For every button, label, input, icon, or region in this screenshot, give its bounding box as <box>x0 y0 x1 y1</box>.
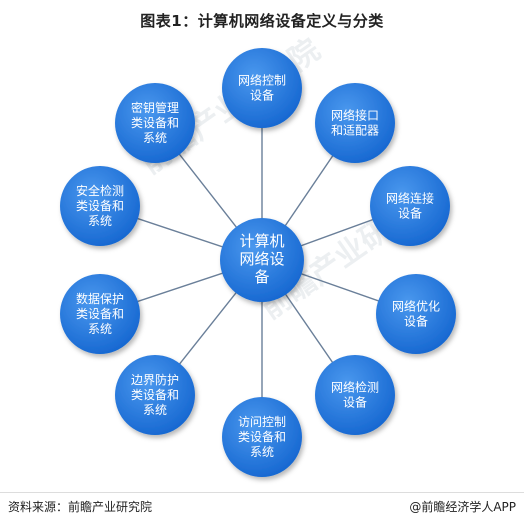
node-label-line: 类设备和 <box>76 307 124 321</box>
brand-credit: @前瞻经济学人APP <box>409 500 516 514</box>
node-circle <box>370 166 450 246</box>
center-hub: 计算机网络设备 <box>220 218 304 302</box>
node-label-line: 系统 <box>250 445 274 459</box>
node-label-line: 设备 <box>404 315 428 329</box>
chart-title: 图表1：计算机网络设备定义与分类 <box>140 12 384 30</box>
node-circle <box>222 397 302 477</box>
node-circle <box>315 355 395 435</box>
node-label-line: 网络优化 <box>392 299 440 314</box>
node-label-line: 安全检测 <box>76 183 124 198</box>
node-label-line: 系统 <box>143 403 167 417</box>
center-label-line: 备 <box>254 268 269 286</box>
node-label-line: 系统 <box>88 322 112 336</box>
node-circle <box>315 83 395 163</box>
center-label-line: 网络设 <box>239 250 284 268</box>
node-circle <box>60 274 140 354</box>
node-label-line: 边界防护 <box>131 372 179 387</box>
node-label-line: 设备 <box>250 89 274 103</box>
node-label-line: 类设备和 <box>131 388 179 402</box>
node-label-line: 类设备和 <box>238 430 286 444</box>
node-label-line: 访问控制 <box>238 415 286 429</box>
node-label-line: 设备 <box>398 207 422 221</box>
node-label-line: 网络检测 <box>331 380 379 395</box>
center-circle <box>220 218 304 302</box>
node-label-line: 网络连接 <box>386 191 434 206</box>
node-circle <box>376 274 456 354</box>
node-label-line: 类设备和 <box>131 116 179 130</box>
node-label-line: 系统 <box>88 214 112 228</box>
footer-divider <box>0 492 524 493</box>
node-circle <box>115 83 195 163</box>
node-label-line: 网络接口 <box>331 108 379 123</box>
node-circle <box>115 355 195 435</box>
center-label-line: 计算机 <box>239 232 284 250</box>
node-label-line: 网络控制 <box>238 73 286 88</box>
node-label-line: 密钥管理 <box>131 100 179 115</box>
node-circle <box>222 48 302 128</box>
node-label-line: 和适配器 <box>331 124 379 138</box>
node-label-line: 数据保护 <box>76 291 124 306</box>
source-note: 资料来源：前瞻产业研究院 <box>8 500 153 514</box>
node-circle <box>60 166 140 246</box>
node-label-line: 系统 <box>143 131 167 145</box>
node-label-line: 设备 <box>343 396 367 410</box>
node-label-line: 类设备和 <box>76 199 124 213</box>
